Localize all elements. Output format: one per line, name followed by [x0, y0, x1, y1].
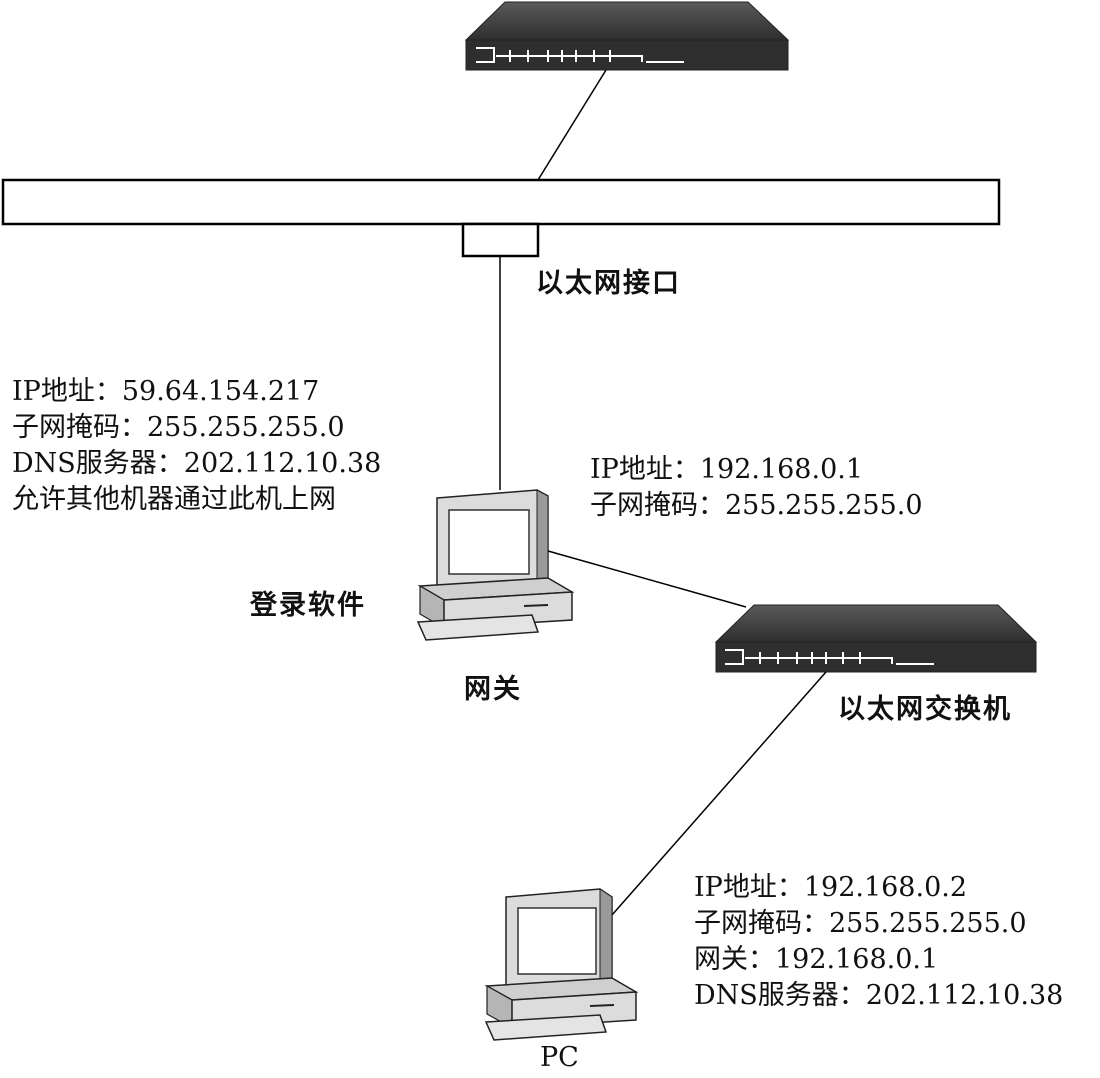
ethernet-interface-label: 以太网接口 [536, 268, 681, 299]
ethernet-interface-port [461, 222, 540, 258]
pc-dns: DNS服务器：202.112.10.38 [694, 980, 1064, 1011]
gateway-label: 网关 [464, 674, 522, 705]
ethernet-switch-icon [714, 604, 1038, 673]
gateway-computer-icon [416, 489, 575, 641]
top-router-icon [464, 1, 790, 71]
switch-pc-line [611, 671, 827, 916]
gateway-lan-ip: IP地址：192.168.0.1 [590, 454, 864, 485]
gateway-wan-share: 允许其他机器通过此机上网 [12, 484, 336, 515]
gateway-wan-dns: DNS服务器：202.112.10.38 [12, 448, 382, 479]
login-software-label: 登录软件 [250, 590, 366, 621]
gateway-lan-config: IP地址：192.168.0.1 子网掩码：255.255.255.0 [590, 452, 923, 524]
ethernet-switch-label: 以太网交换机 [838, 694, 1012, 725]
pc-mask: 子网掩码：255.255.255.0 [694, 908, 1027, 939]
pc-ip: IP地址：192.168.0.2 [694, 872, 968, 903]
gateway-wan-mask: 子网掩码：255.255.255.0 [12, 412, 345, 443]
gateway-lan-mask: 子网掩码：255.255.255.0 [590, 490, 923, 521]
pc-config: IP地址：192.168.0.2 子网掩码：255.255.255.0 网关：1… [694, 870, 1063, 1014]
pc-gateway: 网关：192.168.0.1 [694, 944, 939, 975]
ethernet-bus [1, 178, 1001, 226]
gateway-wan-config: IP地址：59.64.154.217 子网掩码：255.255.255.0 DN… [12, 374, 381, 518]
gateway-switch-line [547, 550, 747, 608]
gateway-wan-ip: IP地址：59.64.154.217 [12, 376, 320, 407]
pc-label: PC [540, 1042, 579, 1073]
pc-computer-icon [484, 888, 639, 1041]
router-uplink-line [537, 69, 607, 181]
